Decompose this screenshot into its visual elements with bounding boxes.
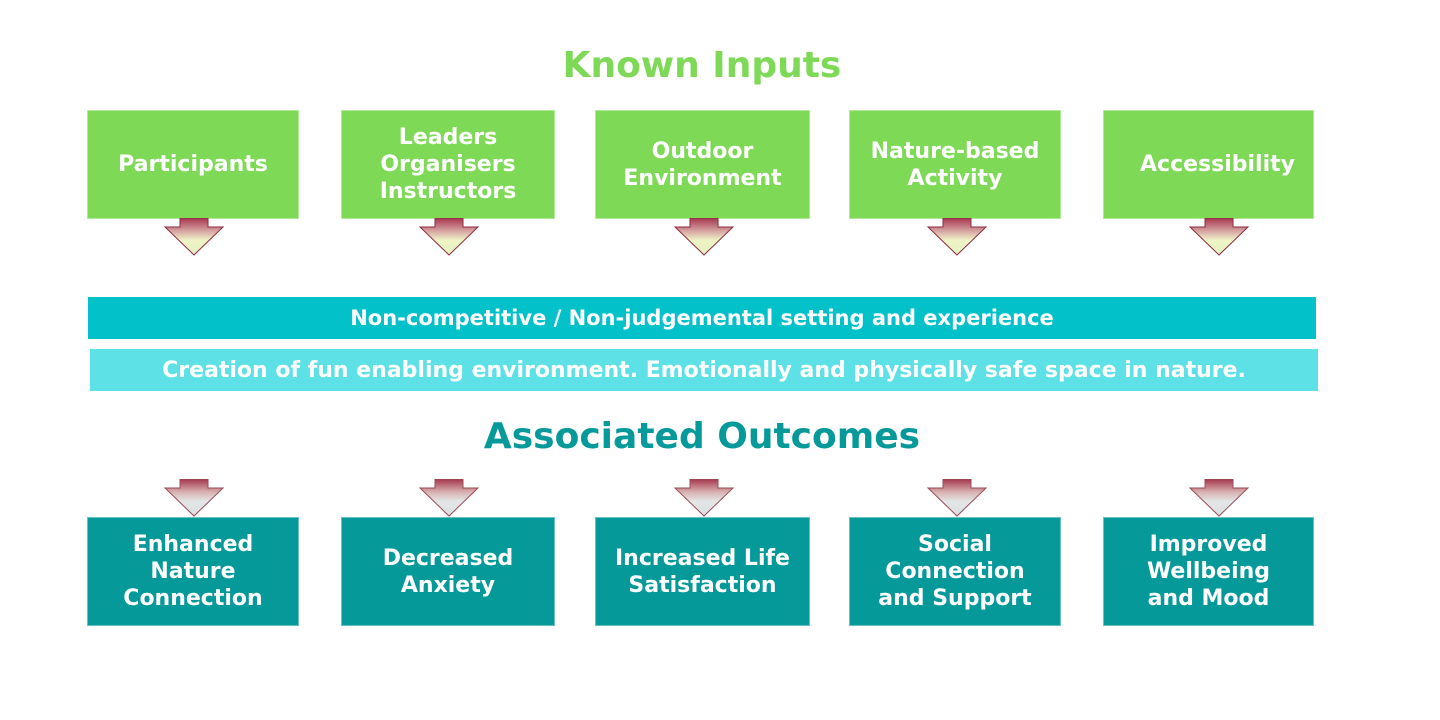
input-box-leaders: Leaders Organisers Instructors	[341, 110, 555, 219]
down-arrow-icon	[418, 479, 480, 517]
down-arrow-icon	[1188, 479, 1250, 517]
input-box-outdoor-environment: Outdoor Environment	[595, 110, 810, 219]
down-arrow-icon	[926, 479, 988, 517]
environment-band: Creation of fun enabling environment. Em…	[90, 349, 1318, 391]
outcome-box-decreased-anxiety: Decreased Anxiety	[341, 517, 555, 626]
setting-band: Non-competitive / Non-judgemental settin…	[88, 297, 1316, 339]
outcome-box-life-satisfaction: Increased Life Satisfaction	[595, 517, 810, 626]
known-inputs-title: Known Inputs	[562, 45, 842, 86]
input-box-accessibility: Accessibility	[1103, 110, 1314, 219]
down-arrow-icon	[673, 218, 735, 256]
outcome-box-wellbeing-mood: Improved Wellbeing and Mood	[1103, 517, 1314, 626]
down-arrow-icon	[673, 479, 735, 517]
down-arrow-icon	[926, 218, 988, 256]
associated-outcomes-title: Associated Outcomes	[483, 416, 921, 457]
input-box-participants: Participants	[87, 110, 299, 219]
input-box-nature-based-activity: Nature-based Activity	[849, 110, 1061, 219]
down-arrow-icon	[163, 218, 225, 256]
outcome-box-nature-connection: Enhanced Nature Connection	[87, 517, 299, 626]
outcome-box-social-connection: Social Connection and Support	[849, 517, 1061, 626]
down-arrow-icon	[418, 218, 480, 256]
down-arrow-icon	[1188, 218, 1250, 256]
down-arrow-icon	[163, 479, 225, 517]
